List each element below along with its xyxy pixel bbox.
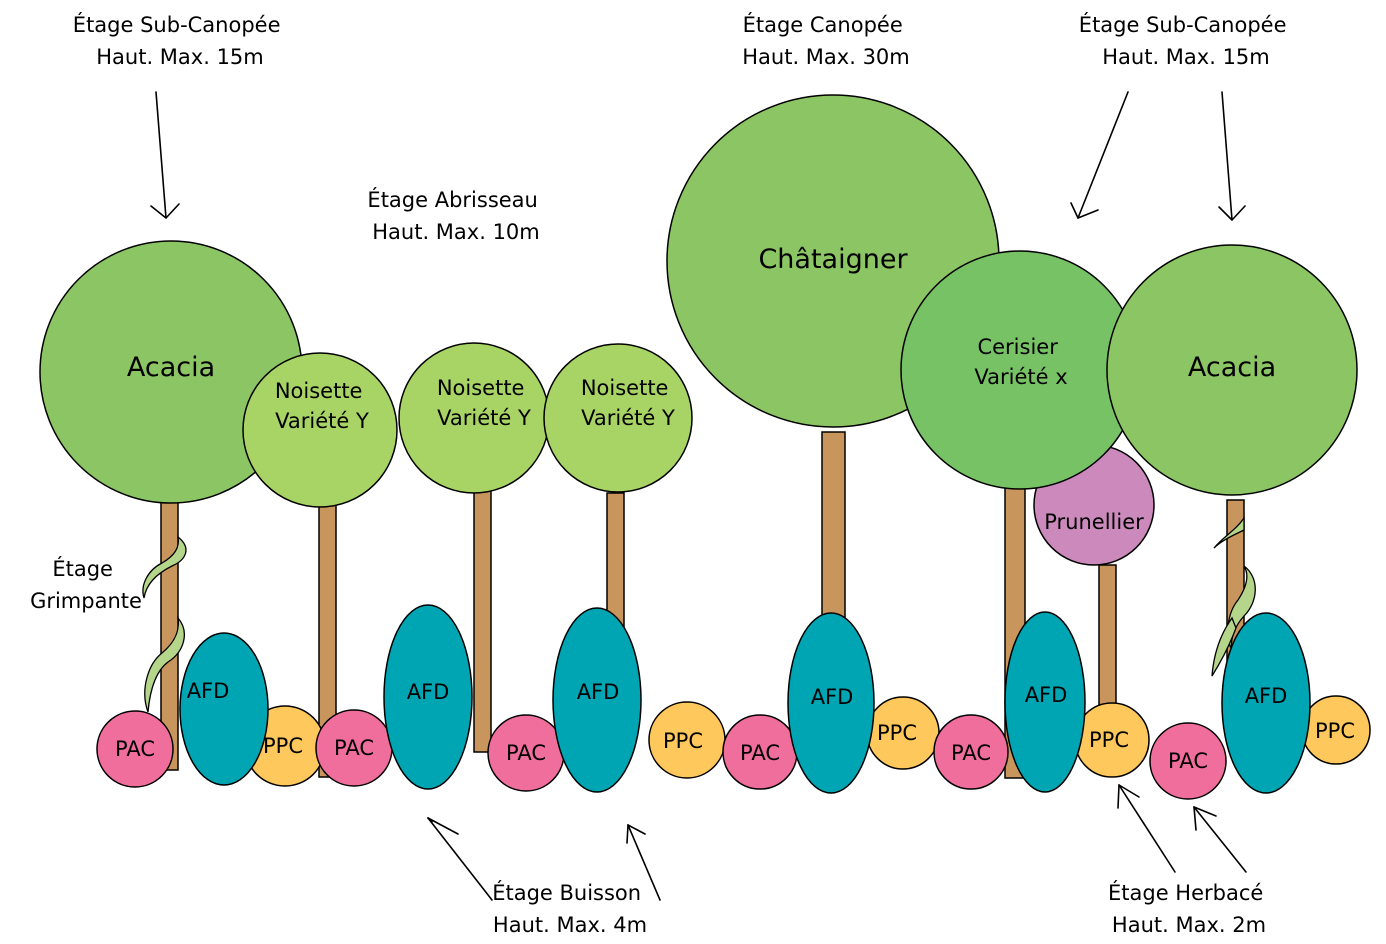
tree-labels: Acacia Noisette Variété Y Noisette Varié… bbox=[127, 244, 1276, 534]
label-pac-4: PAC bbox=[740, 741, 780, 765]
label-pac-2: PAC bbox=[334, 736, 374, 760]
label-noisette-3: Noisette Variété Y bbox=[581, 376, 675, 430]
arrow-subcanopy-right-1 bbox=[1070, 91, 1129, 219]
label-ppc-1: PPC bbox=[263, 734, 303, 758]
annot-bush: Étage Buisson Haut. Max. 4m bbox=[492, 880, 648, 937]
layer-annotations: Étage Sub-Canopée Haut. Max. 15m Étage C… bbox=[30, 12, 1293, 937]
label-afd-2: AFD bbox=[407, 680, 450, 704]
afd-5 bbox=[1004, 611, 1086, 793]
arrow-herb-1 bbox=[1117, 784, 1176, 873]
pac-5 bbox=[933, 714, 1009, 790]
pac-1 bbox=[96, 710, 174, 788]
afd-1 bbox=[179, 632, 269, 786]
arrow-subcanopy-left bbox=[150, 91, 180, 219]
vine-leaf-1 bbox=[142, 535, 187, 599]
vine-leaf-5 bbox=[1211, 616, 1237, 677]
trunk-noisette-2 bbox=[473, 489, 492, 753]
label-ppc-5: PPC bbox=[1315, 719, 1355, 743]
afd-6 bbox=[1221, 612, 1311, 794]
annot-subcanopy-left: Étage Sub-Canopée Haut. Max. 15m bbox=[73, 12, 287, 69]
annot-climber: Étage Grimpante bbox=[30, 556, 142, 613]
arrow-herb-2 bbox=[1193, 806, 1247, 873]
annot-shrub: Étage Abrisseau Haut. Max. 10m bbox=[367, 187, 544, 244]
label-pac-3: PAC bbox=[506, 741, 546, 765]
afd-3 bbox=[552, 607, 642, 793]
label-afd-3: AFD bbox=[577, 680, 620, 704]
afd-4 bbox=[787, 612, 875, 794]
label-afd-5: AFD bbox=[1025, 683, 1068, 707]
annot-herb: Étage Herbacé Haut. Max. 2m bbox=[1108, 880, 1270, 937]
label-afd-4: AFD bbox=[811, 685, 854, 709]
trunk-prunellier bbox=[1098, 564, 1117, 706]
label-noisette-1: Noisette Variété Y bbox=[275, 379, 369, 433]
label-pac-5: PAC bbox=[951, 741, 991, 765]
arrow-subcanopy-right-2 bbox=[1218, 91, 1246, 221]
label-acacia-right: Acacia bbox=[1188, 352, 1276, 383]
label-noisette-2: Noisette Variété Y bbox=[437, 376, 531, 430]
label-prunellier: Prunellier bbox=[1044, 510, 1144, 534]
vine-leaf-2 bbox=[144, 615, 185, 713]
label-pac-6: PAC bbox=[1168, 749, 1208, 773]
crown-acacia-right bbox=[1106, 244, 1358, 496]
label-chataigner: Châtaigner bbox=[758, 244, 908, 275]
vine-leaf-3 bbox=[1213, 515, 1245, 549]
label-ppc-3: PPC bbox=[877, 721, 917, 745]
afd-2 bbox=[383, 604, 473, 790]
label-pac-1: PAC bbox=[115, 737, 155, 761]
arrow-bush-2 bbox=[626, 824, 661, 901]
arrow-bush-1 bbox=[427, 817, 493, 901]
label-ppc-2: PPC bbox=[663, 729, 703, 753]
annot-canopy: Étage Canopée Haut. Max. 30m bbox=[742, 12, 910, 69]
tree-crowns bbox=[39, 94, 1358, 566]
pac-6 bbox=[1149, 722, 1227, 800]
vines bbox=[142, 515, 1256, 713]
crown-noisette-1 bbox=[242, 352, 398, 508]
crown-noisette-3 bbox=[543, 343, 693, 493]
label-afd-6: AFD bbox=[1245, 684, 1288, 708]
ground-plants bbox=[96, 604, 1371, 800]
label-acacia-left: Acacia bbox=[127, 352, 215, 383]
label-cerisier: Cerisier Variété x bbox=[974, 335, 1067, 389]
arrows bbox=[150, 91, 1247, 901]
label-ppc-4: PPC bbox=[1089, 728, 1129, 752]
ground-labels: AFD AFD AFD AFD AFD AFD PAC PAC PAC PAC … bbox=[115, 679, 1355, 773]
annot-subcanopy-right: Étage Sub-Canopée Haut. Max. 15m bbox=[1079, 12, 1293, 69]
label-afd-1: AFD bbox=[187, 679, 230, 703]
